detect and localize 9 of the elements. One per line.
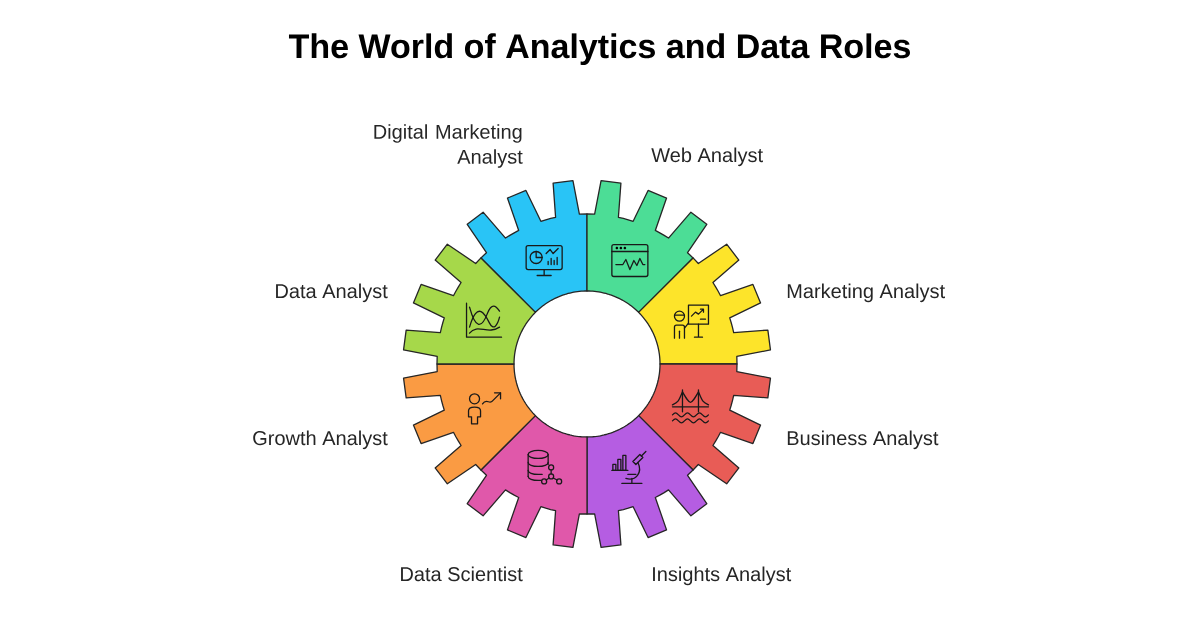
role-label: Data Analyst bbox=[276, 283, 388, 303]
role-label: Business Analyst bbox=[787, 430, 939, 450]
role-label: Data Scientist bbox=[401, 566, 523, 582]
role-label: Marketing Analyst bbox=[787, 283, 945, 303]
title: The World of Analytics and Data Roles bbox=[289, 33, 910, 66]
role-label: Insights Analyst bbox=[653, 566, 792, 586]
role-label: Web Analyst bbox=[651, 147, 763, 167]
role-label: Growth Analyst bbox=[253, 430, 388, 450]
role-label: Digital Marketing Analyst bbox=[374, 124, 523, 168]
